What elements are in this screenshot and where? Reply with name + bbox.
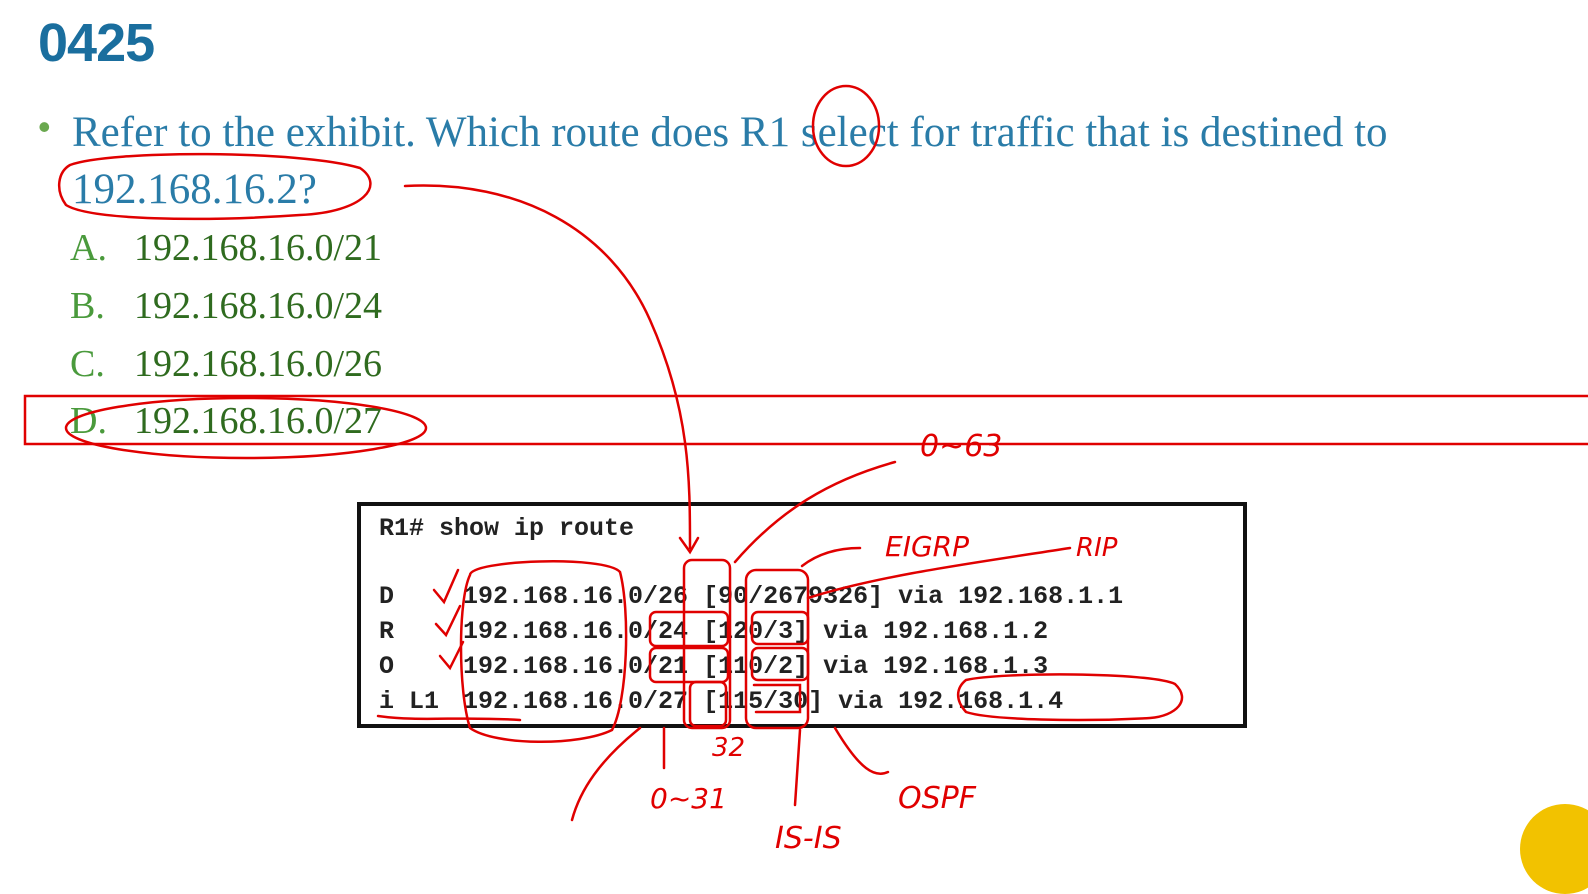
route-via: via 192.168.1.2 (823, 617, 1049, 646)
option-letter: A. (70, 227, 107, 269)
option-c[interactable]: C. 192.168.16.0/26 (70, 342, 382, 386)
option-value: 192.168.16.0/27 (134, 400, 383, 442)
route-network: 192.168.16.0/26 (463, 582, 689, 611)
route-via: via 192.168.1.1 (898, 582, 1124, 611)
option-letter: B. (70, 285, 105, 327)
route-metric: [120/3] (703, 617, 809, 646)
route-code: D (379, 582, 395, 611)
route-code: R (379, 617, 395, 646)
option-letter: C. (70, 343, 105, 385)
route-row: O 192.168.16.0/21 [110/2] via 192.168.1.3 (379, 652, 1048, 681)
route-network: 192.168.16.0/24 (463, 617, 689, 646)
question-text: Refer to the exhibit. Which route does R… (72, 109, 1388, 213)
route-code: O (379, 652, 395, 681)
route-row: i L1 192.168.16.0/27 [115/30] via 192.168… (379, 687, 1063, 716)
route-row: R 192.168.16.0/24 [120/3] via 192.168.1.2 (379, 617, 1048, 646)
route-network: 192.168.16.0/21 (463, 652, 689, 681)
annotation-isis: IS-IS (775, 821, 842, 856)
route-metric: [115/30] (703, 687, 824, 716)
option-b[interactable]: B. 192.168.16.0/24 (70, 284, 382, 328)
route-metric: [90/2679326] (703, 582, 884, 611)
route-table-exhibit: R1# show ip route D 192.168.16.0/26 [90/2… (357, 502, 1247, 728)
annotation-ospf: OSPF (898, 781, 977, 816)
route-row: D 192.168.16.0/26 [90/2679326] via 192.16… (379, 582, 1123, 611)
route-network: 192.168.16.0/27 (463, 687, 689, 716)
option-d[interactable]: D. 192.168.16.0/27 (70, 399, 382, 443)
bullet-dot: • (38, 106, 51, 147)
annotation-0-31: 0~31 (650, 782, 727, 815)
annotation-32: 32 (712, 733, 745, 763)
route-via: via 192.168.1.4 (838, 687, 1064, 716)
option-a[interactable]: A. 192.168.16.0/21 (70, 226, 382, 270)
option-value: 192.168.16.0/21 (134, 227, 383, 269)
route-metric: [110/2] (703, 652, 809, 681)
option-value: 192.168.16.0/26 (134, 343, 383, 385)
annotation-0-63: 0~63 (920, 429, 1002, 464)
exhibit-command: R1# show ip route (379, 514, 635, 543)
corner-logo (1520, 804, 1588, 894)
route-code: i L1 (379, 687, 440, 716)
option-letter: D. (70, 400, 107, 442)
route-via: via 192.168.1.3 (823, 652, 1049, 681)
option-value: 192.168.16.0/24 (134, 285, 383, 327)
slide-title: 0425 (38, 13, 155, 73)
